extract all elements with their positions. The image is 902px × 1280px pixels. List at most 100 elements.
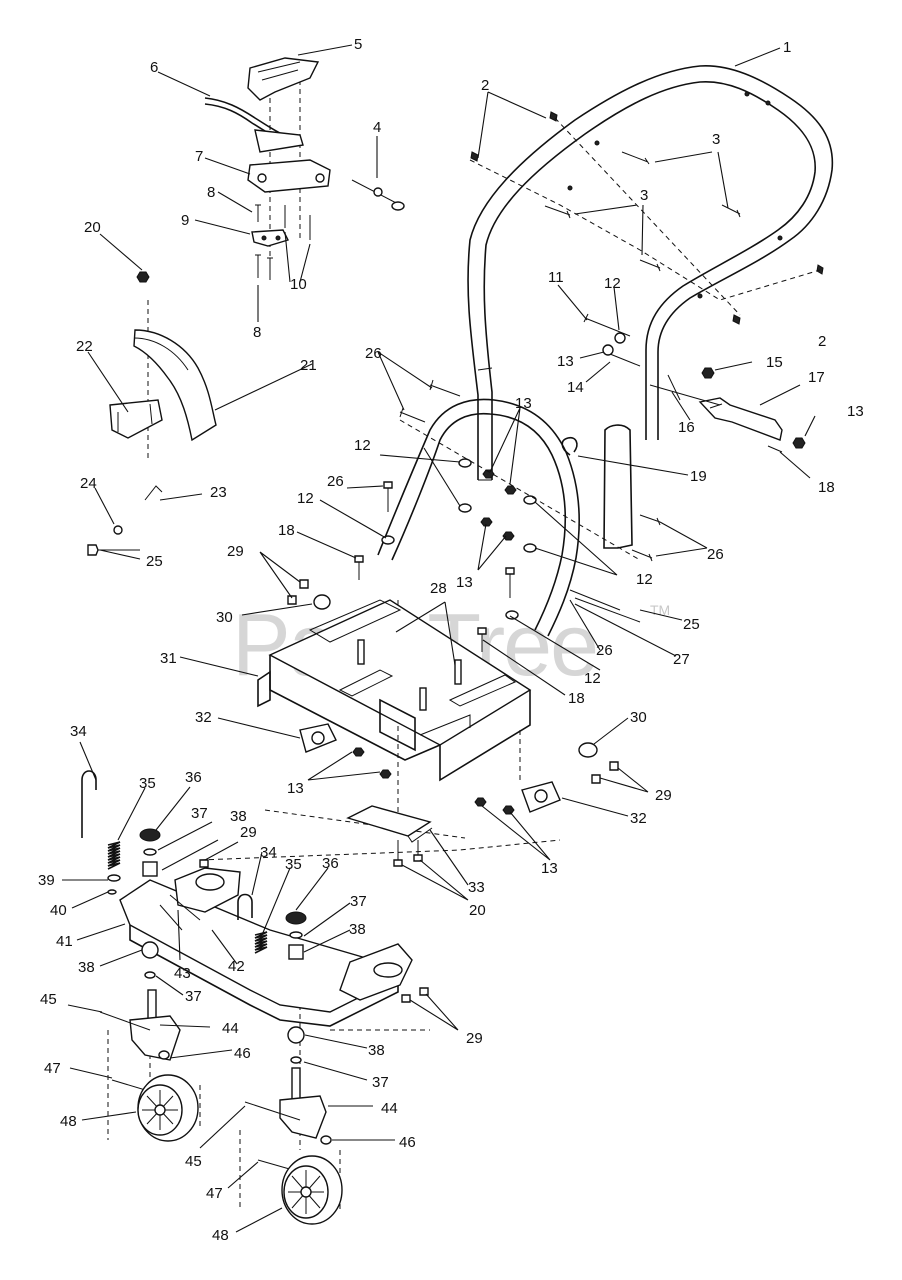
callout-12: 12	[584, 670, 601, 687]
callout-2: 2	[481, 77, 489, 94]
callout-48: 48	[212, 1227, 229, 1244]
callout-8: 8	[253, 324, 261, 341]
callout-22: 22	[76, 338, 93, 355]
callout-3: 3	[640, 187, 648, 204]
callout-37: 37	[350, 893, 367, 910]
callout-13: 13	[541, 860, 558, 877]
callout-47: 47	[206, 1185, 223, 1202]
callout-47: 47	[44, 1060, 61, 1077]
chute-assembly[interactable]	[87, 271, 217, 556]
callout-16: 16	[678, 419, 695, 436]
callout-3: 3	[712, 131, 720, 148]
callout-5: 5	[354, 36, 362, 53]
callout-29: 29	[466, 1030, 483, 1047]
callout-13: 13	[287, 780, 304, 797]
callout-41: 41	[56, 933, 73, 950]
callout-45: 45	[40, 991, 57, 1008]
callout-11: 11	[548, 269, 564, 286]
callout-18: 18	[568, 690, 585, 707]
caster-base[interactable]	[81, 770, 429, 1064]
watermark-trademark: TM	[650, 602, 670, 618]
handle-assembly[interactable]	[467, 65, 834, 481]
callout-labels: 1 2 2 3 3 3 4 5 6 7 8 8 9 10 11 12 12 12…	[38, 36, 864, 1244]
callout-26: 26	[365, 345, 382, 362]
callout-44: 44	[222, 1020, 239, 1037]
callout-35: 35	[139, 775, 156, 792]
caster-right[interactable]	[244, 1067, 343, 1225]
callout-46: 46	[234, 1045, 251, 1062]
callout-48: 48	[60, 1113, 77, 1130]
spring-left	[107, 841, 121, 870]
lower-handle-frame[interactable]	[377, 398, 633, 637]
callout-33: 33	[468, 879, 485, 896]
callout-12: 12	[354, 437, 371, 454]
callout-18: 18	[278, 522, 295, 539]
callout-20: 20	[84, 219, 101, 236]
callout-37: 37	[372, 1074, 389, 1091]
leader-lines	[62, 44, 816, 1233]
callout-32: 32	[195, 709, 212, 726]
callout-38: 38	[349, 921, 366, 938]
callout-37: 37	[191, 805, 208, 822]
callout-18: 18	[818, 479, 835, 496]
callout-15: 15	[766, 354, 783, 371]
callout-28: 28	[430, 580, 447, 597]
callout-26: 26	[707, 546, 724, 563]
callout-26: 26	[596, 642, 613, 659]
callout-29: 29	[227, 543, 244, 560]
caster-left[interactable]	[99, 989, 199, 1142]
callout-38: 38	[78, 959, 95, 976]
shift-lever-assembly[interactable]	[204, 57, 405, 280]
callout-23: 23	[210, 484, 227, 501]
handle-hardware[interactable]	[354, 111, 824, 652]
callout-37: 37	[185, 988, 202, 1005]
callout-10: 10	[290, 276, 307, 293]
callout-38: 38	[368, 1042, 385, 1059]
callout-29: 29	[240, 824, 257, 841]
callout-35: 35	[285, 856, 302, 873]
callout-8: 8	[207, 184, 215, 201]
main-frame[interactable]	[257, 579, 619, 867]
callout-29: 29	[655, 787, 672, 804]
callout-38: 38	[230, 808, 247, 825]
callout-34: 34	[70, 723, 87, 740]
callout-13: 13	[847, 403, 864, 420]
callout-46: 46	[399, 1134, 416, 1151]
callout-12: 12	[604, 275, 621, 292]
callout-13: 13	[456, 574, 473, 591]
callout-27: 27	[673, 651, 690, 668]
callout-12: 12	[636, 571, 653, 588]
callout-43: 43	[174, 965, 191, 982]
callout-13: 13	[515, 395, 532, 412]
callout-26: 26	[327, 473, 344, 490]
callout-36: 36	[322, 855, 339, 872]
callout-25: 25	[683, 616, 700, 633]
callout-21: 21	[300, 357, 317, 374]
callout-9: 9	[181, 212, 189, 229]
callout-36: 36	[185, 769, 202, 786]
callout-6: 6	[150, 59, 158, 76]
callout-44: 44	[381, 1100, 398, 1117]
callout-19: 19	[690, 468, 707, 485]
callout-25: 25	[146, 553, 163, 570]
callout-31: 31	[160, 650, 177, 667]
callout-2: 2	[818, 333, 826, 350]
callout-20: 20	[469, 902, 486, 919]
callout-13: 13	[557, 353, 574, 370]
callout-30: 30	[630, 709, 647, 726]
callout-45: 45	[185, 1153, 202, 1170]
callout-34: 34	[260, 844, 277, 861]
callout-30: 30	[216, 609, 233, 626]
callout-17: 17	[808, 369, 825, 386]
callout-40: 40	[50, 902, 67, 919]
callout-42: 42	[228, 958, 245, 975]
callout-14: 14	[567, 379, 584, 396]
callout-32: 32	[630, 810, 647, 827]
callout-39: 39	[38, 872, 55, 889]
callout-12: 12	[297, 490, 314, 507]
callout-24: 24	[80, 475, 97, 492]
callout-1: 1	[783, 39, 791, 56]
spring-right	[254, 931, 268, 954]
callout-4: 4	[373, 119, 381, 136]
